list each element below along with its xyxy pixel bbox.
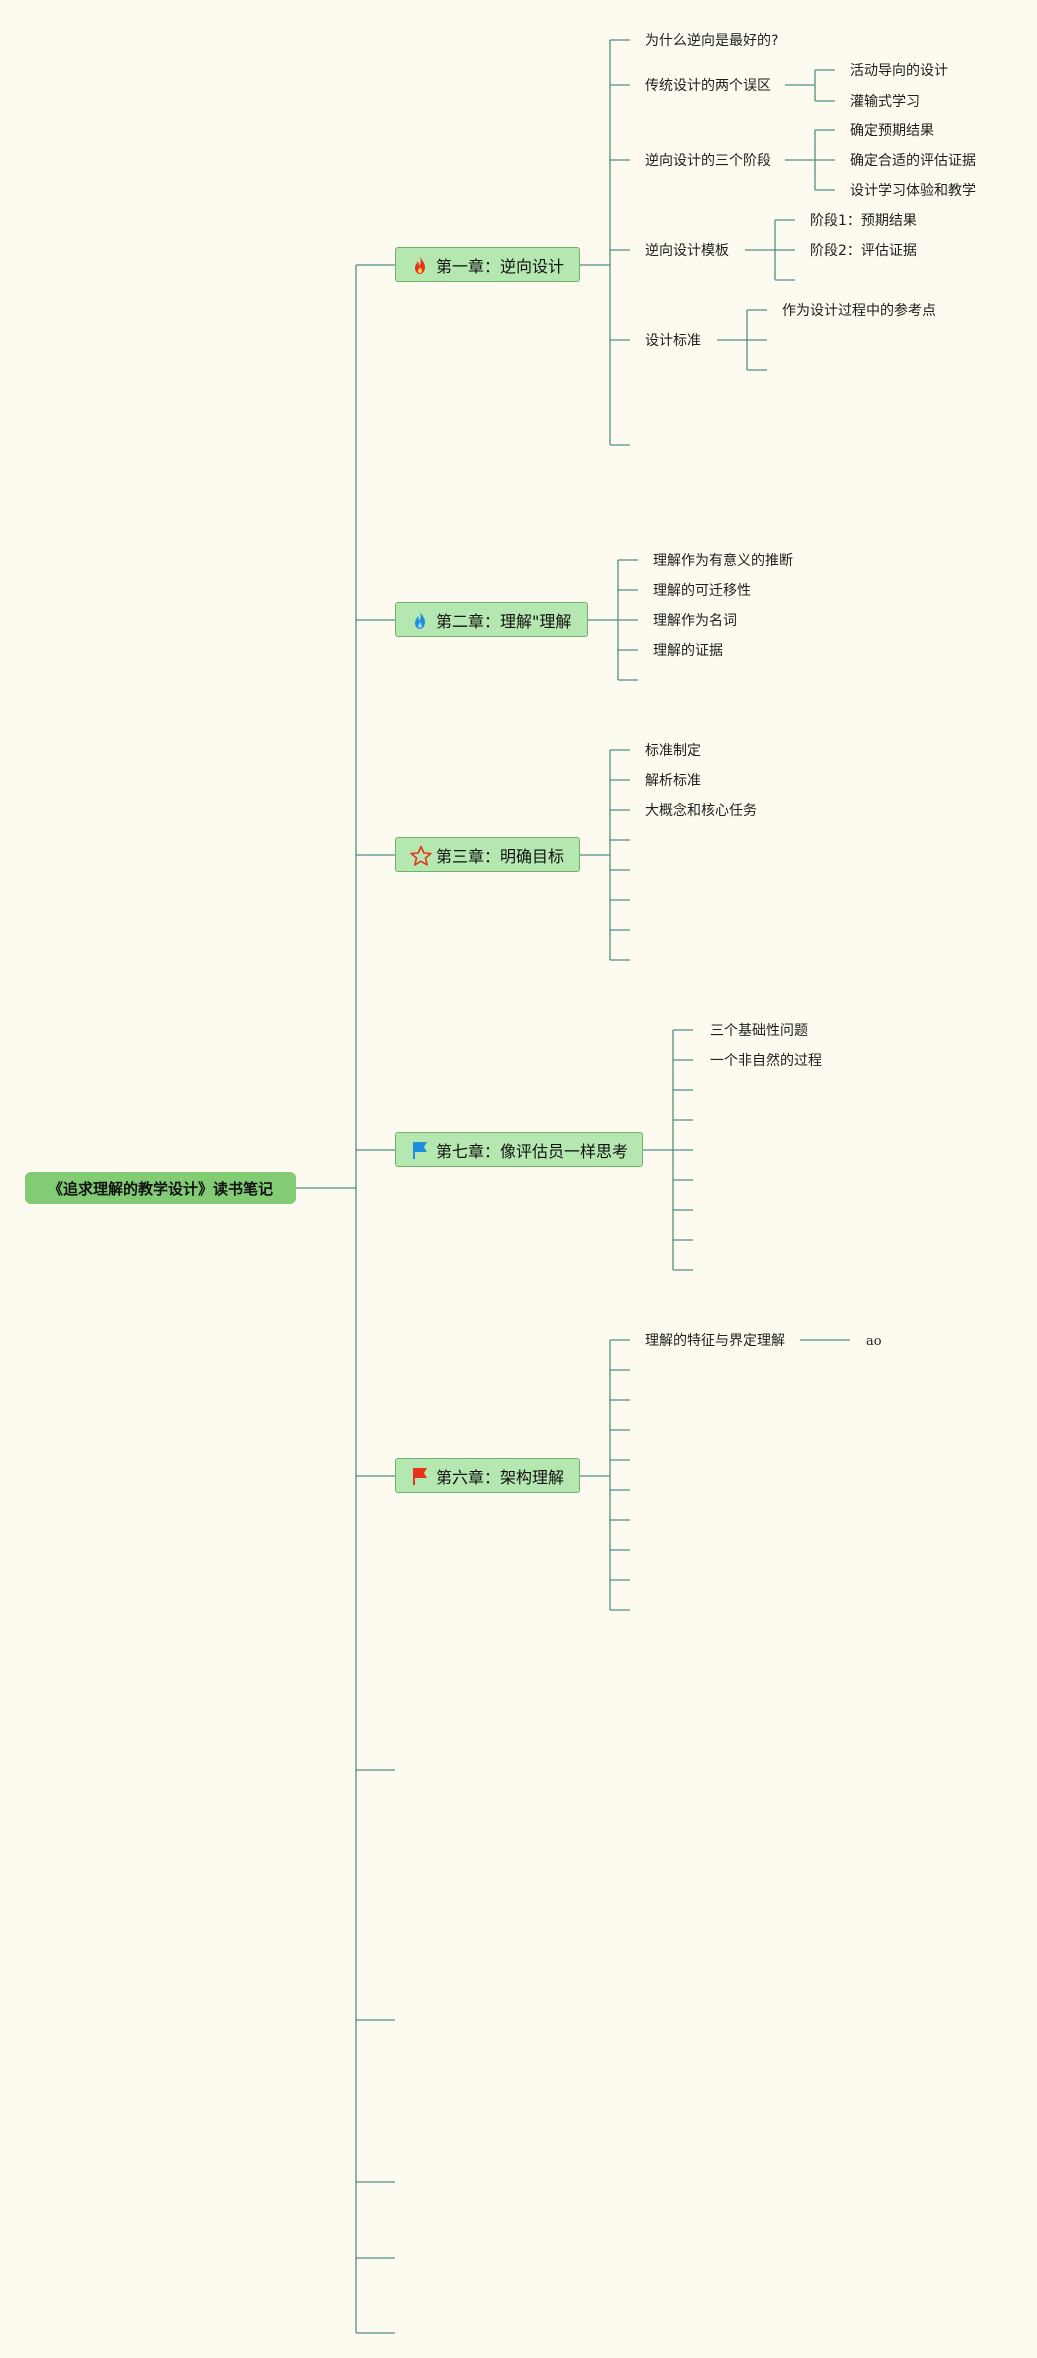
topic-label: 为什么逆向是最好的? bbox=[645, 33, 779, 49]
subtopic-label: 作为设计过程中的参考点 bbox=[782, 303, 936, 319]
subtopic-coverage-learning[interactable]: 灌输式学习 bbox=[850, 91, 920, 111]
fire-icon bbox=[410, 255, 430, 275]
chapter-node-1[interactable]: 第一章：逆向设计 bbox=[395, 247, 580, 282]
chapter-title: 第六章：架构理解 bbox=[436, 1467, 565, 1487]
subtopic-stage-2[interactable]: 阶段2：评估证据 bbox=[810, 240, 917, 260]
topic-understanding-noun[interactable]: 理解作为名词 bbox=[653, 610, 737, 630]
subtopic-label: 确定合适的评估证据 bbox=[850, 153, 976, 169]
topic-why-backward[interactable]: 为什么逆向是最好的? bbox=[645, 30, 778, 50]
topic-standards-setting[interactable]: 标准制定 bbox=[645, 740, 701, 760]
chapter-title: 第七章：像评估员一样思考 bbox=[436, 1141, 629, 1161]
water-drop-icon bbox=[410, 610, 430, 630]
topic-label: 传统设计的两个误区 bbox=[645, 78, 771, 94]
topic-label: 标准制定 bbox=[645, 743, 701, 759]
subtopic-evidence[interactable]: 确定合适的评估证据 bbox=[850, 150, 976, 170]
chapter-node-7[interactable]: 第七章：像评估员一样思考 bbox=[395, 1132, 643, 1167]
root-node[interactable]: 《追求理解的教学设计》读书笔记 bbox=[25, 1172, 296, 1204]
topic-three-basic-questions[interactable]: 三个基础性问题 bbox=[710, 1020, 808, 1040]
root-title: 《追求理解的教学设计》读书笔记 bbox=[47, 1179, 273, 1198]
subtopic-label: 灌输式学习 bbox=[850, 94, 920, 110]
subtopic-desired-results[interactable]: 确定预期结果 bbox=[850, 120, 934, 140]
subtopic-activity-design[interactable]: 活动导向的设计 bbox=[850, 60, 948, 80]
topic-two-misconceptions[interactable]: 传统设计的两个误区 bbox=[645, 75, 771, 95]
topic-transferability[interactable]: 理解的可迁移性 bbox=[653, 580, 751, 600]
chapter-node-3[interactable]: 第三章：明确目标 bbox=[395, 837, 580, 872]
chapter-node-6[interactable]: 第六章：架构理解 bbox=[395, 1458, 580, 1493]
topic-label: 解析标准 bbox=[645, 773, 701, 789]
subtopic-label: 阶段2：评估证据 bbox=[810, 243, 917, 259]
flag-icon bbox=[410, 1466, 430, 1486]
topic-label: 设计标准 bbox=[645, 333, 701, 349]
subtopic-label: 活动导向的设计 bbox=[850, 63, 948, 79]
topic-three-stages[interactable]: 逆向设计的三个阶段 bbox=[645, 150, 771, 170]
flag-icon bbox=[410, 1140, 430, 1160]
topic-evidence-of-understanding[interactable]: 理解的证据 bbox=[653, 640, 723, 660]
topic-big-ideas[interactable]: 大概念和核心任务 bbox=[645, 800, 757, 820]
topic-label: 理解的可迁移性 bbox=[653, 583, 751, 599]
topic-label: 理解的特征与界定理解 bbox=[645, 1333, 785, 1349]
subtopic-reference-point[interactable]: 作为设计过程中的参考点 bbox=[782, 300, 936, 320]
topic-label: 大概念和核心任务 bbox=[645, 803, 757, 819]
topic-understanding-features[interactable]: 理解的特征与界定理解 bbox=[645, 1330, 785, 1350]
topic-design-standards[interactable]: 设计标准 bbox=[645, 330, 701, 350]
topic-label: 理解作为有意义的推断 bbox=[653, 553, 793, 569]
subtopic-stage-1[interactable]: 阶段1：预期结果 bbox=[810, 210, 917, 230]
subtopic-ao[interactable]: ao bbox=[866, 1331, 882, 1351]
subtopic-label: ao bbox=[866, 1333, 882, 1349]
chapter-node-2[interactable]: 第二章：理解"理解 bbox=[395, 602, 588, 637]
subtopic-label: 设计学习体验和教学 bbox=[850, 183, 976, 199]
topic-label: 逆向设计模板 bbox=[645, 243, 729, 259]
chapter-title: 第二章：理解"理解 bbox=[436, 611, 572, 631]
topic-label: 理解的证据 bbox=[653, 643, 723, 659]
chapter-title: 第三章：明确目标 bbox=[436, 846, 565, 866]
topic-unpacking-standards[interactable]: 解析标准 bbox=[645, 770, 701, 790]
topic-label: 理解作为名词 bbox=[653, 613, 737, 629]
subtopic-label: 阶段1：预期结果 bbox=[810, 213, 917, 229]
topic-template[interactable]: 逆向设计模板 bbox=[645, 240, 729, 260]
star-icon bbox=[410, 845, 432, 866]
topic-label: 一个非自然的过程 bbox=[710, 1053, 822, 1069]
topic-meaningful-inference[interactable]: 理解作为有意义的推断 bbox=[653, 550, 793, 570]
topic-unnatural-process[interactable]: 一个非自然的过程 bbox=[710, 1050, 822, 1070]
topic-label: 逆向设计的三个阶段 bbox=[645, 153, 771, 169]
subtopic-label: 确定预期结果 bbox=[850, 123, 934, 139]
subtopic-learning-plan[interactable]: 设计学习体验和教学 bbox=[850, 180, 976, 200]
chapter-title: 第一章：逆向设计 bbox=[436, 256, 565, 276]
topic-label: 三个基础性问题 bbox=[710, 1023, 808, 1039]
